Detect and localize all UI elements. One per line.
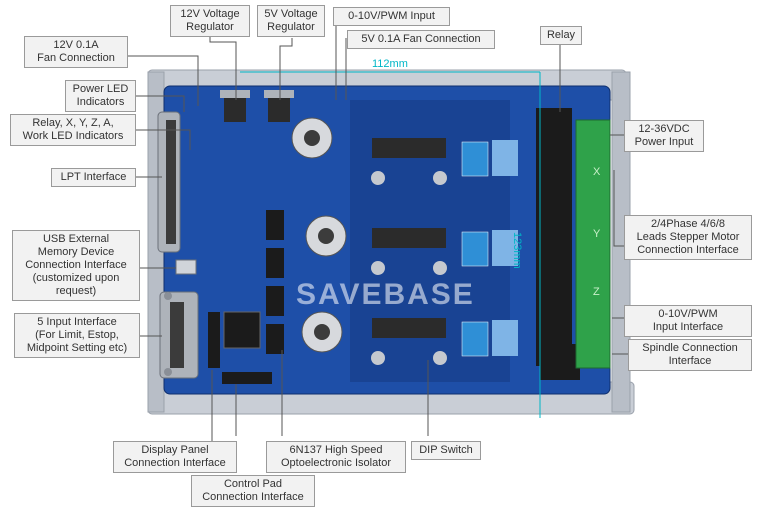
terminal-block — [575, 119, 611, 369]
label-spindle: Spindle Connection Interface — [628, 339, 752, 371]
lpt-connector — [157, 111, 181, 253]
dip-switches — [461, 141, 489, 357]
input-connector — [159, 291, 199, 379]
label-pwm-input-top: 0-10V/PWM Input — [333, 7, 450, 26]
axis-x-label: X — [593, 166, 601, 178]
dimension-lines — [240, 71, 541, 418]
label-power-led: Power LED Indicators — [65, 80, 136, 112]
label-relay: Relay — [540, 26, 582, 45]
label-lpt: LPT Interface — [51, 168, 136, 187]
label-work-led: Relay, X, Y, Z, A, Work LED Indicators — [10, 114, 136, 146]
label-12v-fan: 12V 0.1A Fan Connection — [24, 36, 128, 68]
control-pad-header — [208, 312, 220, 368]
label-12v-regulator: 12V Voltage Regulator — [170, 5, 250, 37]
label-display-panel: Display Panel Connection Interface — [113, 441, 237, 473]
label-control-pad: Control Pad Connection Interface — [191, 475, 315, 507]
leader-lines — [126, 16, 628, 470]
label-power-input: 12-36VDC Power Input — [624, 120, 704, 152]
spindle-relay — [540, 344, 580, 380]
height-dimension: 123mm — [511, 232, 523, 269]
label-5v-regulator: 5V Voltage Regulator — [257, 5, 325, 37]
width-dimension: 112mm — [372, 58, 408, 70]
label-stepper-interface: 2/4Phase 4/6/8 Leads Stepper Motor Conne… — [624, 215, 752, 260]
label-pwm-input-right: 0-10V/PWM Input Interface — [624, 305, 752, 337]
label-5v-fan: 5V 0.1A Fan Connection — [347, 30, 495, 49]
label-usb: USB External Memory Device Connection In… — [12, 230, 140, 301]
resistors — [492, 140, 518, 356]
microcontroller — [223, 311, 261, 349]
capacitors — [291, 117, 347, 353]
label-6n137: 6N137 High Speed Optoelectronic Isolator — [266, 441, 406, 473]
watermark-text: SAVEBASE — [296, 278, 475, 311]
regulators — [220, 90, 294, 122]
driver-chips — [371, 138, 447, 365]
optocouplers — [266, 210, 284, 354]
relay-column — [536, 108, 572, 366]
axis-z-label: Z — [593, 286, 600, 298]
display-header — [222, 372, 272, 384]
axis-y-label: Y — [593, 228, 601, 240]
label-5-input: 5 Input Interface (For Limit, Estop, Mid… — [14, 313, 140, 358]
usb-port — [175, 259, 197, 275]
label-dip-switch: DIP Switch — [411, 441, 481, 460]
